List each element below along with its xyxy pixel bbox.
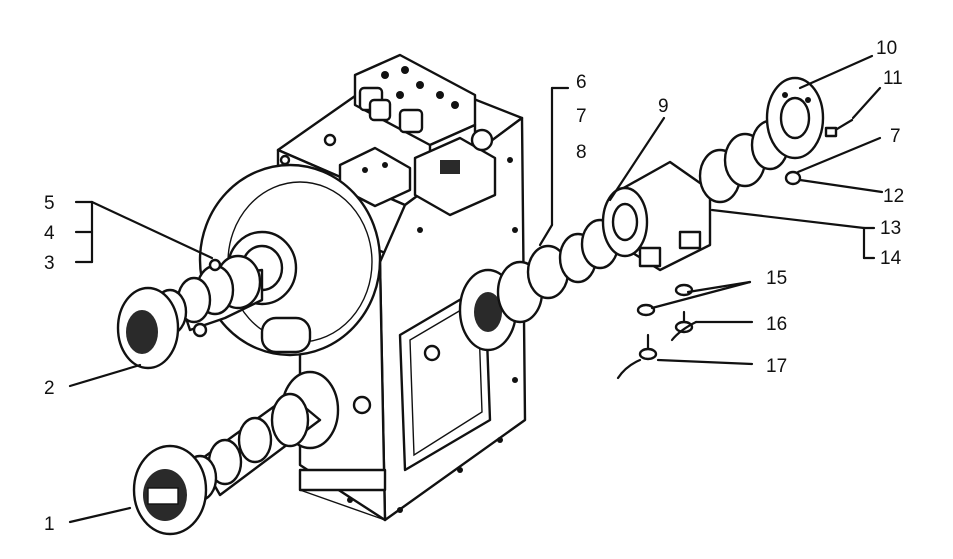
right-shaft-assembly bbox=[458, 76, 825, 352]
callout-8: 8 bbox=[576, 142, 587, 163]
callout-3: 3 bbox=[44, 253, 55, 274]
callout-labels: 1 2 3 4 5 6 7 8 9 10 11 7 12 13 14 15 16… bbox=[44, 38, 904, 535]
callout-9: 9 bbox=[658, 96, 669, 117]
callout-5: 5 bbox=[44, 193, 55, 214]
front-output-shaft bbox=[116, 254, 264, 370]
callout-10: 10 bbox=[876, 38, 897, 59]
callout-4: 4 bbox=[44, 223, 55, 244]
callout-17: 17 bbox=[766, 356, 787, 377]
bolt-17 bbox=[638, 333, 658, 361]
callout-1: 1 bbox=[44, 514, 55, 535]
callout-2: 2 bbox=[44, 378, 55, 399]
callout-7-left: 7 bbox=[576, 106, 587, 127]
callout-13: 13 bbox=[880, 218, 901, 239]
screw-16 bbox=[674, 310, 694, 334]
callout-16: 16 bbox=[766, 314, 787, 335]
bolt-11 bbox=[824, 118, 854, 138]
nut-12 bbox=[784, 170, 802, 186]
callout-15: 15 bbox=[766, 268, 787, 289]
callout-11: 11 bbox=[883, 68, 903, 89]
leader-lines bbox=[68, 54, 884, 524]
valve-block bbox=[279, 53, 497, 217]
callout-6: 6 bbox=[576, 72, 587, 93]
callout-14: 14 bbox=[880, 248, 902, 269]
callout-12: 12 bbox=[883, 186, 904, 207]
rear-output-shaft bbox=[132, 370, 340, 536]
callout-7-right: 7 bbox=[890, 126, 901, 147]
